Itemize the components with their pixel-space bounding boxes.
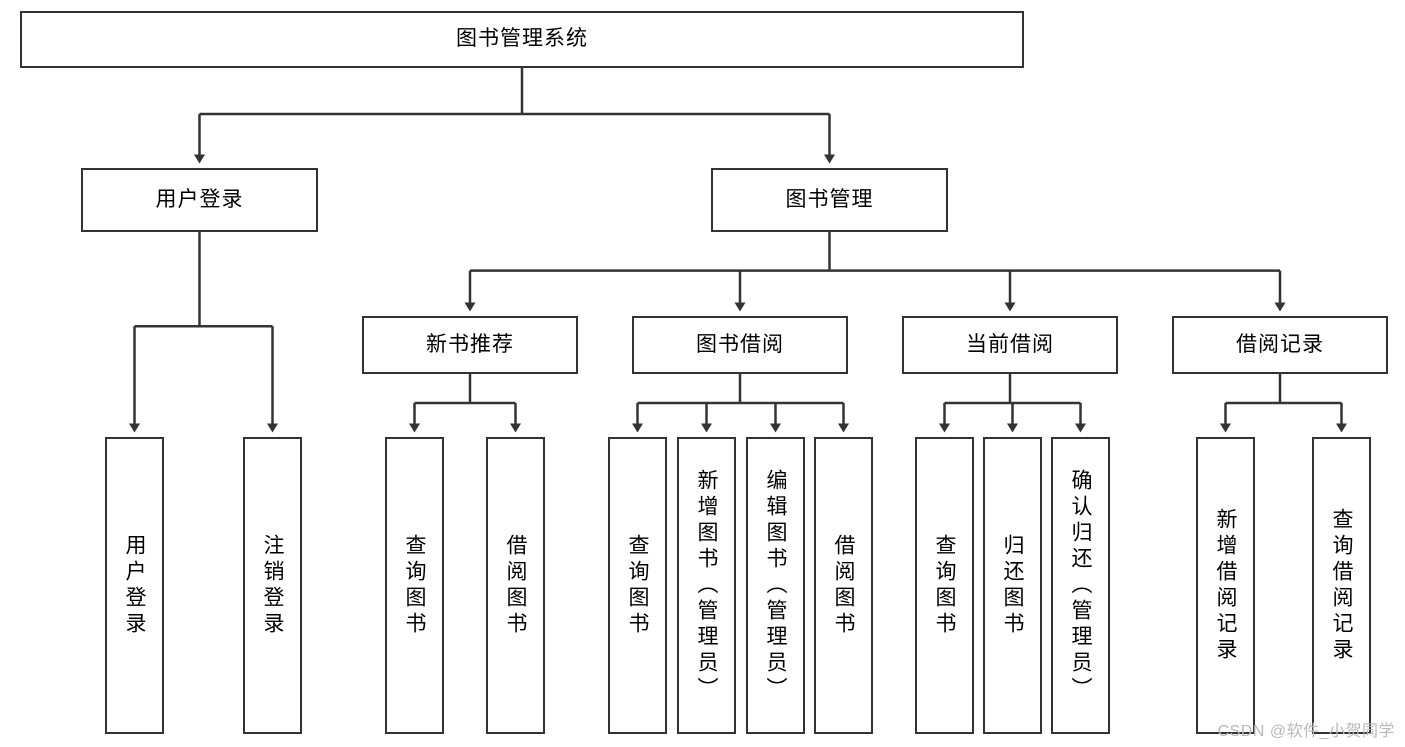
node-label: 新增借阅记录 xyxy=(1214,507,1237,664)
node-label: 注销登录 xyxy=(261,533,284,638)
node-label: 编辑图书（管理员） xyxy=(764,468,787,703)
node-label: 用户登录 xyxy=(155,187,244,211)
node-book-borrow[interactable]: 图书借阅 xyxy=(632,316,848,374)
node-current-borrow[interactable]: 当前借阅 xyxy=(902,316,1118,374)
node-leaf-add-book[interactable]: 新增图书（管理员） xyxy=(677,437,736,734)
node-label: 查询借阅记录 xyxy=(1330,507,1353,664)
edge-bus-root xyxy=(199,68,830,116)
node-label: 查询图书 xyxy=(626,533,649,638)
node-label: 借阅图书 xyxy=(832,533,855,638)
edge-bus-new-book-recommend xyxy=(414,374,516,405)
node-label: 图书管理系统 xyxy=(456,27,588,51)
node-borrow-record[interactable]: 借阅记录 xyxy=(1172,316,1388,374)
node-user-login[interactable]: 用户登录 xyxy=(81,168,318,232)
node-label: 图书借阅 xyxy=(696,332,784,356)
node-leaf-edit-book[interactable]: 编辑图书（管理员） xyxy=(746,437,805,734)
node-leaf-borrow-book-2[interactable]: 借阅图书 xyxy=(814,437,873,734)
node-label: 借阅图书 xyxy=(504,533,527,638)
node-label: 查询图书 xyxy=(933,533,956,638)
node-label: 新书推荐 xyxy=(426,332,514,356)
edge-bus-user-login xyxy=(134,232,273,328)
node-label: 查询图书 xyxy=(403,533,426,638)
node-label: 归还图书 xyxy=(1001,533,1024,638)
edge-bus-borrow-record xyxy=(1225,374,1342,405)
node-leaf-confirm-return[interactable]: 确认归还（管理员） xyxy=(1051,437,1110,734)
node-leaf-query-book-3[interactable]: 查询图书 xyxy=(915,437,974,734)
edge-bus-book-borrow xyxy=(637,374,844,405)
edge-bus-book-management xyxy=(470,232,1280,272)
node-label: 当前借阅 xyxy=(966,332,1054,356)
node-book-management[interactable]: 图书管理 xyxy=(711,168,948,232)
node-label: 借阅记录 xyxy=(1236,332,1324,356)
node-leaf-add-record[interactable]: 新增借阅记录 xyxy=(1196,437,1255,734)
node-leaf-query-record[interactable]: 查询借阅记录 xyxy=(1312,437,1371,734)
node-label: 新增图书（管理员） xyxy=(695,468,718,703)
node-label: 图书管理 xyxy=(785,187,874,211)
node-new-book-recommend[interactable]: 新书推荐 xyxy=(362,316,578,374)
node-label: 确认归还（管理员） xyxy=(1069,468,1092,703)
csdn-watermark: CSDN @软件_小贺同学 xyxy=(1217,723,1395,740)
node-root[interactable]: 图书管理系统 xyxy=(20,11,1024,68)
edge-bus-current-borrow xyxy=(944,374,1081,405)
node-leaf-query-book-2[interactable]: 查询图书 xyxy=(608,437,667,734)
node-leaf-return-book[interactable]: 归还图书 xyxy=(983,437,1042,734)
node-leaf-user-login[interactable]: 用户登录 xyxy=(105,437,164,734)
node-leaf-query-book-1[interactable]: 查询图书 xyxy=(385,437,444,734)
node-label: 用户登录 xyxy=(123,533,146,638)
node-leaf-borrow-book-1[interactable]: 借阅图书 xyxy=(486,437,545,734)
node-leaf-logout[interactable]: 注销登录 xyxy=(243,437,302,734)
